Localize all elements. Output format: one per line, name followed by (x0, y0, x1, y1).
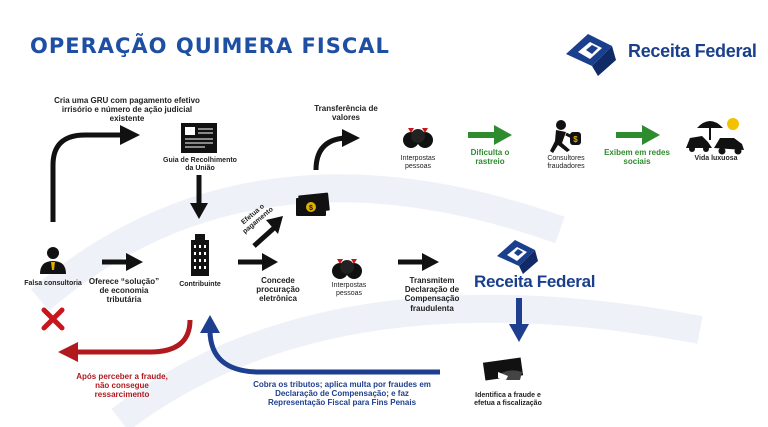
money-bill-icon: $ (296, 192, 330, 216)
consultant-person-icon (40, 247, 66, 274)
receita-logo-text-2: Receita Federal (474, 272, 596, 291)
running-thief-icon: $ (550, 120, 581, 153)
exibem-label: Exibem em redes sociais (604, 148, 670, 167)
oferece-label: Oferece “solução” de economia tributária (88, 277, 160, 305)
svg-text:$: $ (573, 135, 578, 144)
receita-logo-emblem (566, 34, 616, 76)
identifica-label: Identifica a fraude e efetua a fiscaliza… (474, 392, 542, 408)
gru-label: Cria uma GRU com pagamento efetivo irris… (54, 96, 200, 124)
arrow-cobra (200, 315, 440, 375)
vida-luxuosa-label: Vida luxuosa (694, 155, 738, 162)
arrow-guia-down (190, 175, 208, 219)
inspection-hand-icon (482, 357, 524, 381)
fail-x-icon (41, 307, 65, 331)
guia-label: Guia de Recolhimento da União (163, 157, 237, 173)
receita-logo-text: Receita Federal (628, 41, 757, 61)
arrow-apos (58, 319, 193, 362)
arrow-dificulta (468, 125, 512, 145)
cobra-label: Cobra os tributos; aplica multa por frau… (253, 380, 431, 408)
falsa-consultoria-label: Falsa consultoria (24, 280, 82, 287)
transferencia-label: Transferência de valores (314, 104, 378, 123)
interpostas-label-2: Interpostas pessoas (400, 155, 436, 171)
arrow-oferece (102, 253, 143, 271)
arrow-transmitem (398, 253, 439, 271)
money-bags-icon-2 (403, 128, 433, 148)
contribuinte-label: Contribuinte (179, 281, 221, 288)
arrow-receita-down (509, 298, 529, 342)
consultores-label: Consultores fraudadores (547, 155, 585, 171)
svg-text:$: $ (309, 205, 313, 212)
apos-label: Após perceber a fraude, não consegue res… (76, 372, 168, 400)
building-icon (191, 234, 209, 276)
luxury-life-icon (686, 118, 744, 155)
concede-label: Concede procuração eletrônica (256, 276, 300, 304)
arrow-to-gru (50, 125, 140, 222)
page-title: OPERAÇÃO QUIMERA FISCAL (30, 34, 390, 58)
arrow-transferencia (313, 129, 360, 171)
arrow-exibem (616, 125, 660, 145)
receita-logo-emblem-2 (497, 240, 538, 274)
transmitem-label: Transmitem Declaração de Compensação fra… (404, 276, 460, 313)
background-watermark (30, 174, 703, 427)
dificulta-label: Dificulta o rastreio (470, 148, 510, 167)
gru-document-icon (181, 123, 217, 153)
interpostas-label-1: Interpostas pessoas (331, 282, 367, 298)
arrow-pagamento (252, 216, 283, 248)
arrow-concede (238, 253, 278, 271)
money-bags-icon (332, 259, 362, 279)
